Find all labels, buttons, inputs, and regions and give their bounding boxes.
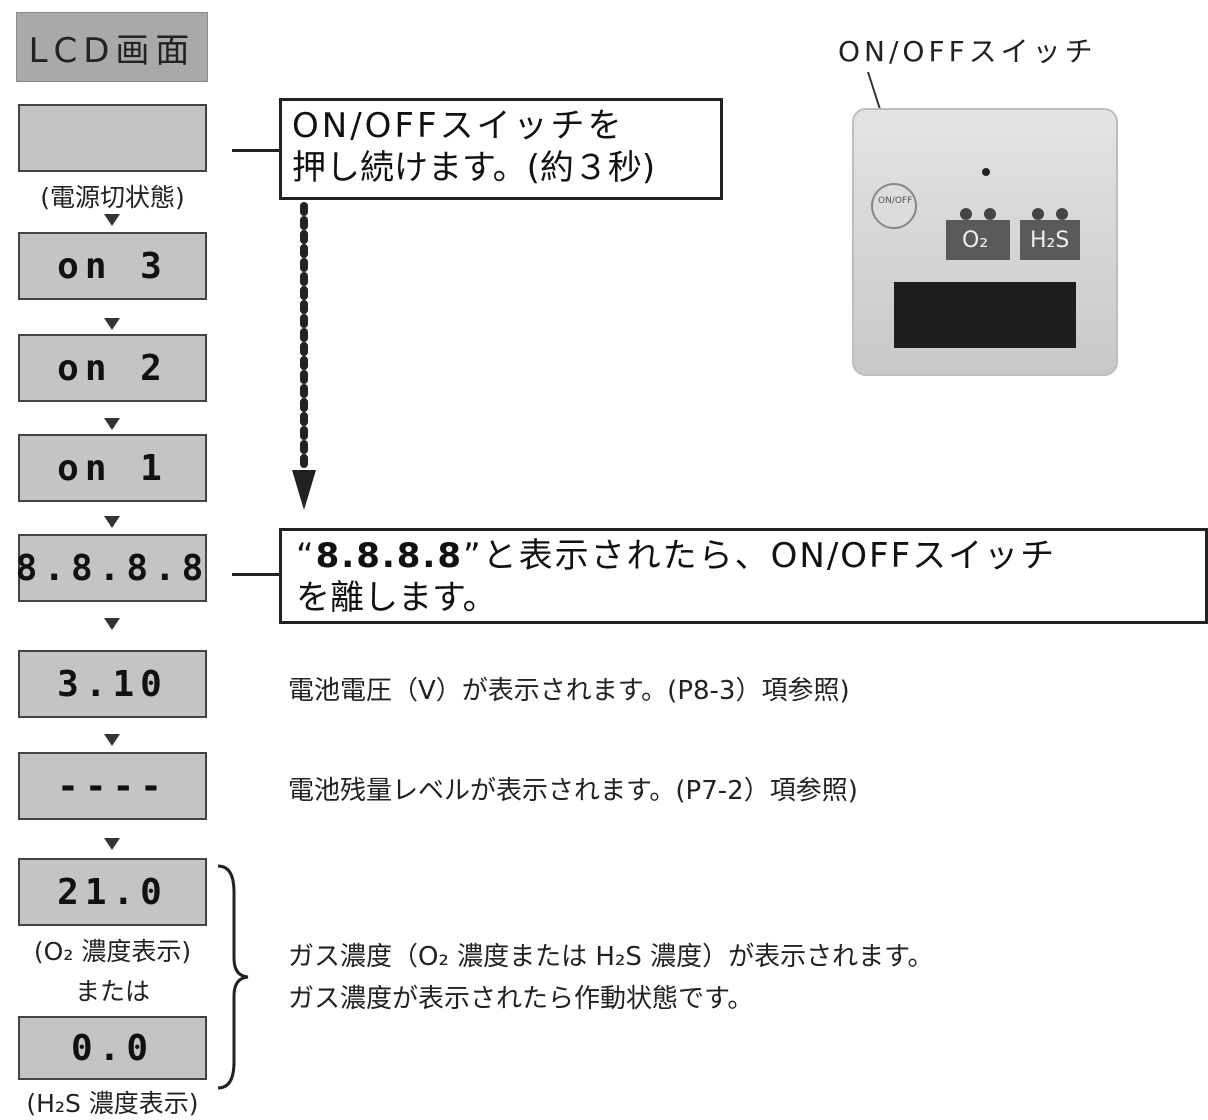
connector-line: [232, 573, 280, 576]
callout-line: ON/OFFスイッチを: [292, 106, 625, 146]
dotted-down-arrow-icon: [292, 202, 316, 510]
device-photo: ON/OFF O₂ H₂S: [852, 108, 1118, 376]
callout-line: 押し続けます。(約３秒): [292, 148, 656, 188]
brace-icon: [217, 864, 249, 1090]
switch-label: ON/OFFスイッチ: [838, 35, 1097, 68]
callout-line: を離します。: [296, 578, 497, 618]
lcd-display-power-off: [18, 104, 207, 172]
h2s-caption: (H₂S 濃度表示): [26, 1089, 199, 1118]
power-off-caption: (電源切状態): [40, 183, 185, 212]
power-button: ON/OFF: [878, 196, 913, 206]
lcd-display-on-3: on 3: [18, 232, 207, 300]
gas-note-line1: ガス濃度（O₂ 濃度または H₂S 濃度）が表示されます。: [288, 942, 934, 972]
lcd-screen-header: LCD画面: [16, 12, 208, 82]
down-arrow-icon: [104, 838, 120, 850]
h2s-sensor-label: H₂S: [1030, 228, 1070, 253]
or-conjunction: または: [74, 977, 150, 1006]
connector-line: [232, 149, 280, 152]
lcd-display-o2: 21.0: [18, 858, 207, 926]
o2-sensor-label: O₂: [962, 228, 989, 253]
down-arrow-icon: [104, 516, 120, 528]
down-arrow-icon: [104, 418, 120, 430]
quote-mark: “: [296, 536, 316, 576]
down-arrow-icon: [104, 618, 120, 630]
voltage-note: 電池電圧（V）が表示されます。(P8-3）項参照): [288, 676, 850, 706]
lcd-display-battery-level: ----: [18, 752, 207, 820]
press-switch-callout: ON/OFFスイッチを 押し続けます。(約３秒): [279, 98, 723, 200]
lcd-display-on-2: on 2: [18, 334, 207, 402]
display-value-bold: 8.8.8.8: [315, 536, 464, 576]
down-arrow-icon: [104, 734, 120, 746]
release-switch-callout: “8.8.8.8”と表示されたら、ON/OFFスイッチ を離します。: [279, 528, 1208, 624]
battery-note: 電池残量レベルが表示されます。(P7-2）項参照): [288, 776, 858, 806]
lcd-display-voltage: 3.10: [18, 650, 207, 718]
o2-caption: (O₂ 濃度表示): [33, 937, 192, 966]
gas-note-line2: ガス濃度が表示されたら作動状態です。: [288, 984, 754, 1014]
down-arrow-icon: [104, 214, 120, 226]
down-arrow-icon: [104, 318, 120, 330]
lcd-display-8888: 8.8.8.8: [16, 534, 207, 602]
callout-text: ”と表示されたら、ON/OFFスイッチ: [463, 536, 1057, 576]
lcd-display-h2s: 0.0: [18, 1016, 207, 1080]
lcd-display-on-1: on 1: [18, 434, 207, 502]
